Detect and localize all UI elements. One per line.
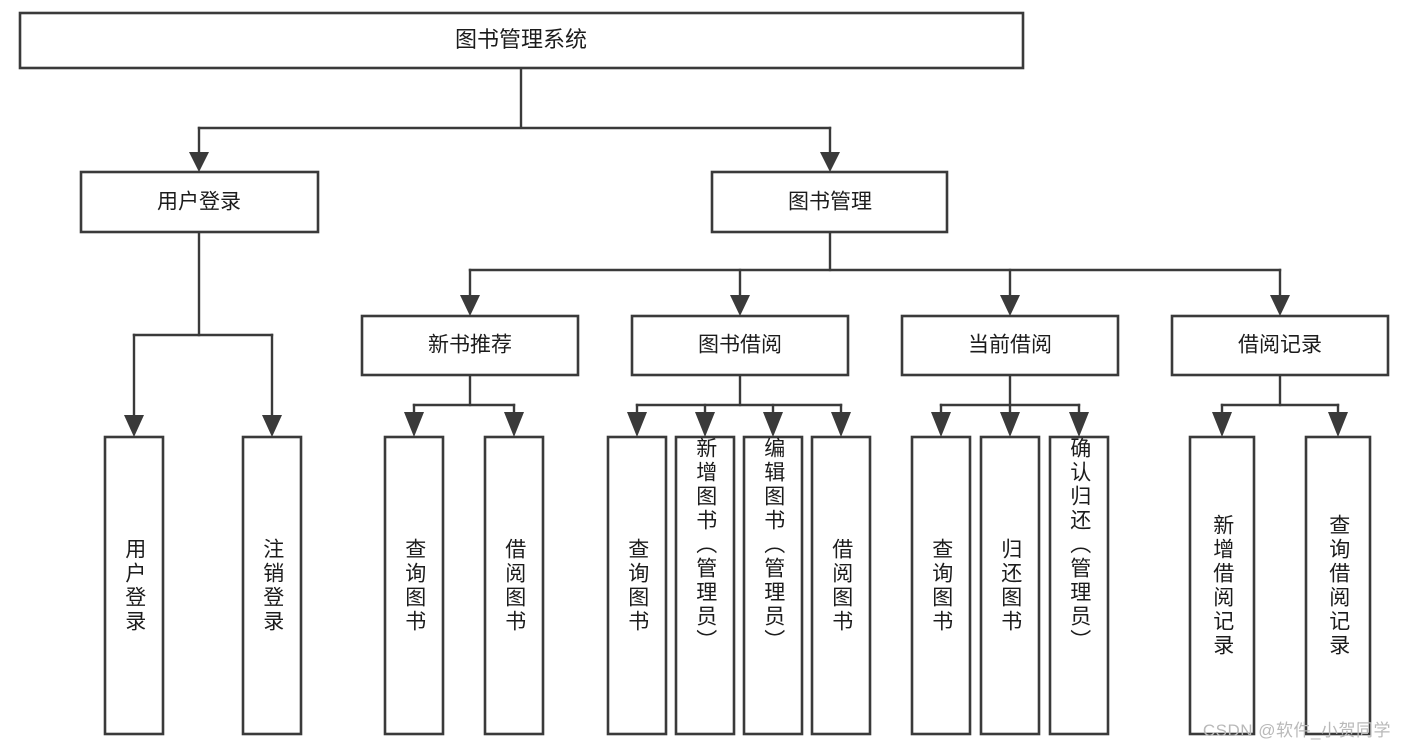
arrow-borrowrecord-leaf-2 xyxy=(1328,412,1348,437)
arrow-currentborrow-leaf-3 xyxy=(1069,412,1089,437)
arrow-root-to-userlogin xyxy=(189,152,209,172)
node-l3-current-borrow[interactable] xyxy=(900,314,1120,377)
arrow-bookmgmt-to-newbook xyxy=(460,295,480,316)
node-leaf-query-book-a[interactable] xyxy=(383,435,445,736)
node-l3-new-book-recommend[interactable] xyxy=(360,314,580,377)
node-l2-user-login-label: 用户登录 xyxy=(157,191,241,214)
node-l2-book-management-label: 图书管理 xyxy=(788,191,872,214)
node-leaf-logout[interactable] xyxy=(241,435,303,736)
node-root-book-management-system[interactable] xyxy=(18,11,1025,70)
arrow-bookborrow-leaf-3 xyxy=(763,412,783,437)
node-l3-borrow-record-label: 借阅记录 xyxy=(1238,334,1322,357)
arrow-currentborrow-leaf-2 xyxy=(1000,412,1020,437)
node-l3-book-borrow[interactable] xyxy=(630,314,850,377)
node-root-label: 图书管理系统 xyxy=(455,27,587,52)
node-leaf-user-login[interactable] xyxy=(103,435,165,736)
arrow-userlogin-leaf-1 xyxy=(124,415,144,437)
node-leaf-edit-book-admin[interactable] xyxy=(742,435,804,736)
node-leaf-return-book[interactable] xyxy=(979,435,1041,736)
node-l3-book-borrow-label: 图书借阅 xyxy=(698,334,782,357)
node-leaf-confirm-return-admin[interactable] xyxy=(1048,435,1110,736)
node-leaf-query-borrow-record[interactable] xyxy=(1304,435,1372,736)
arrow-bookborrow-leaf-4 xyxy=(831,412,851,437)
node-leaf-query-book-b[interactable] xyxy=(606,435,668,736)
arrow-bookmgmt-to-borrow xyxy=(730,295,750,316)
node-leaf-borrow-book-a[interactable] xyxy=(483,435,545,736)
node-l3-new-book-recommend-label: 新书推荐 xyxy=(428,334,512,357)
arrow-bookborrow-leaf-2 xyxy=(695,412,715,437)
arrow-userlogin-leaf-2 xyxy=(262,415,282,437)
arrow-bookmgmt-to-current xyxy=(1000,295,1020,316)
node-l3-current-borrow-label: 当前借阅 xyxy=(968,334,1052,357)
arrow-bookmgmt-to-record xyxy=(1270,295,1290,316)
arrow-root-to-bookmgmt xyxy=(820,152,840,172)
arrow-newbook-leaf-2 xyxy=(504,412,524,437)
arrow-borrowrecord-leaf-1 xyxy=(1212,412,1232,437)
arrow-bookborrow-leaf-1 xyxy=(627,412,647,437)
connector-layer xyxy=(124,66,1348,437)
node-leaf-add-book-admin[interactable] xyxy=(674,435,736,736)
node-l2-user-login[interactable] xyxy=(79,170,320,234)
arrow-currentborrow-leaf-1 xyxy=(931,412,951,437)
node-leaf-query-book-c[interactable] xyxy=(910,435,972,736)
node-layer: 图书管理系统 用户登录 图书管理 新书推荐 图书借阅 当前借阅 借阅记录 xyxy=(18,11,1390,736)
node-l2-book-management[interactable] xyxy=(710,170,949,234)
node-leaf-add-borrow-record[interactable] xyxy=(1188,435,1256,736)
node-l3-borrow-record[interactable] xyxy=(1170,314,1390,377)
node-leaf-borrow-book-b[interactable] xyxy=(810,435,872,736)
arrow-newbook-leaf-1 xyxy=(404,412,424,437)
